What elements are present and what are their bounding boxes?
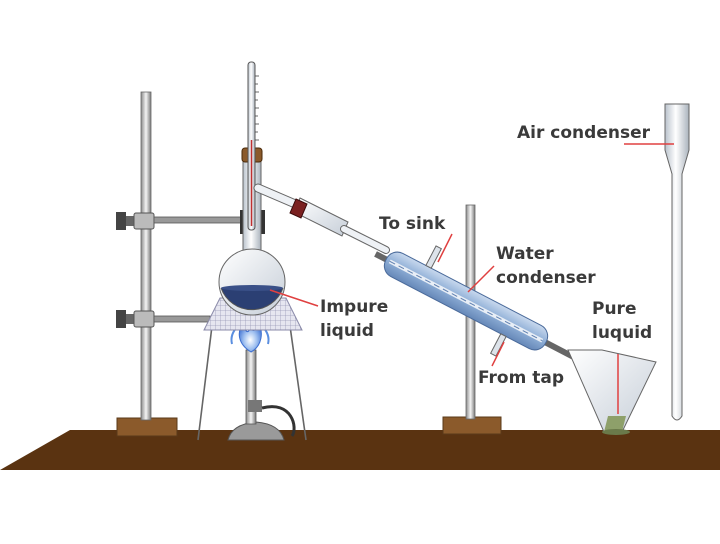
pure-liquid-label-line2: luquid: [592, 323, 653, 343]
water-condenser: [374, 245, 587, 366]
side-arm: [253, 183, 305, 211]
impure-liquid-pointer: [269, 289, 319, 307]
from-tap-label: From tap: [478, 368, 564, 388]
to-sink-label: To sink: [379, 214, 446, 234]
impure-liquid-label-line2: liquid: [320, 321, 374, 341]
water-condenser-label-line1: Water: [496, 244, 554, 264]
impure-liquid-label-line1: Impure: [320, 297, 389, 317]
thermometer: [247, 61, 259, 231]
bench: [0, 430, 720, 470]
bunsen-burner: [227, 349, 296, 441]
pure-liquid-label-line1: Pure: [592, 299, 637, 319]
from-tap-pointer: [491, 341, 505, 367]
water-condenser-pointer: [467, 265, 495, 293]
air-condenser-label: Air condenser: [517, 123, 650, 143]
receiving-flask: [567, 349, 657, 435]
to-sink-pointer: [437, 233, 453, 263]
pointer-lines: [269, 143, 674, 414]
air-condenser: [664, 103, 690, 421]
condenser-inlet-adapter: [289, 197, 390, 254]
water-condenser-label-line2: condenser: [496, 268, 596, 288]
